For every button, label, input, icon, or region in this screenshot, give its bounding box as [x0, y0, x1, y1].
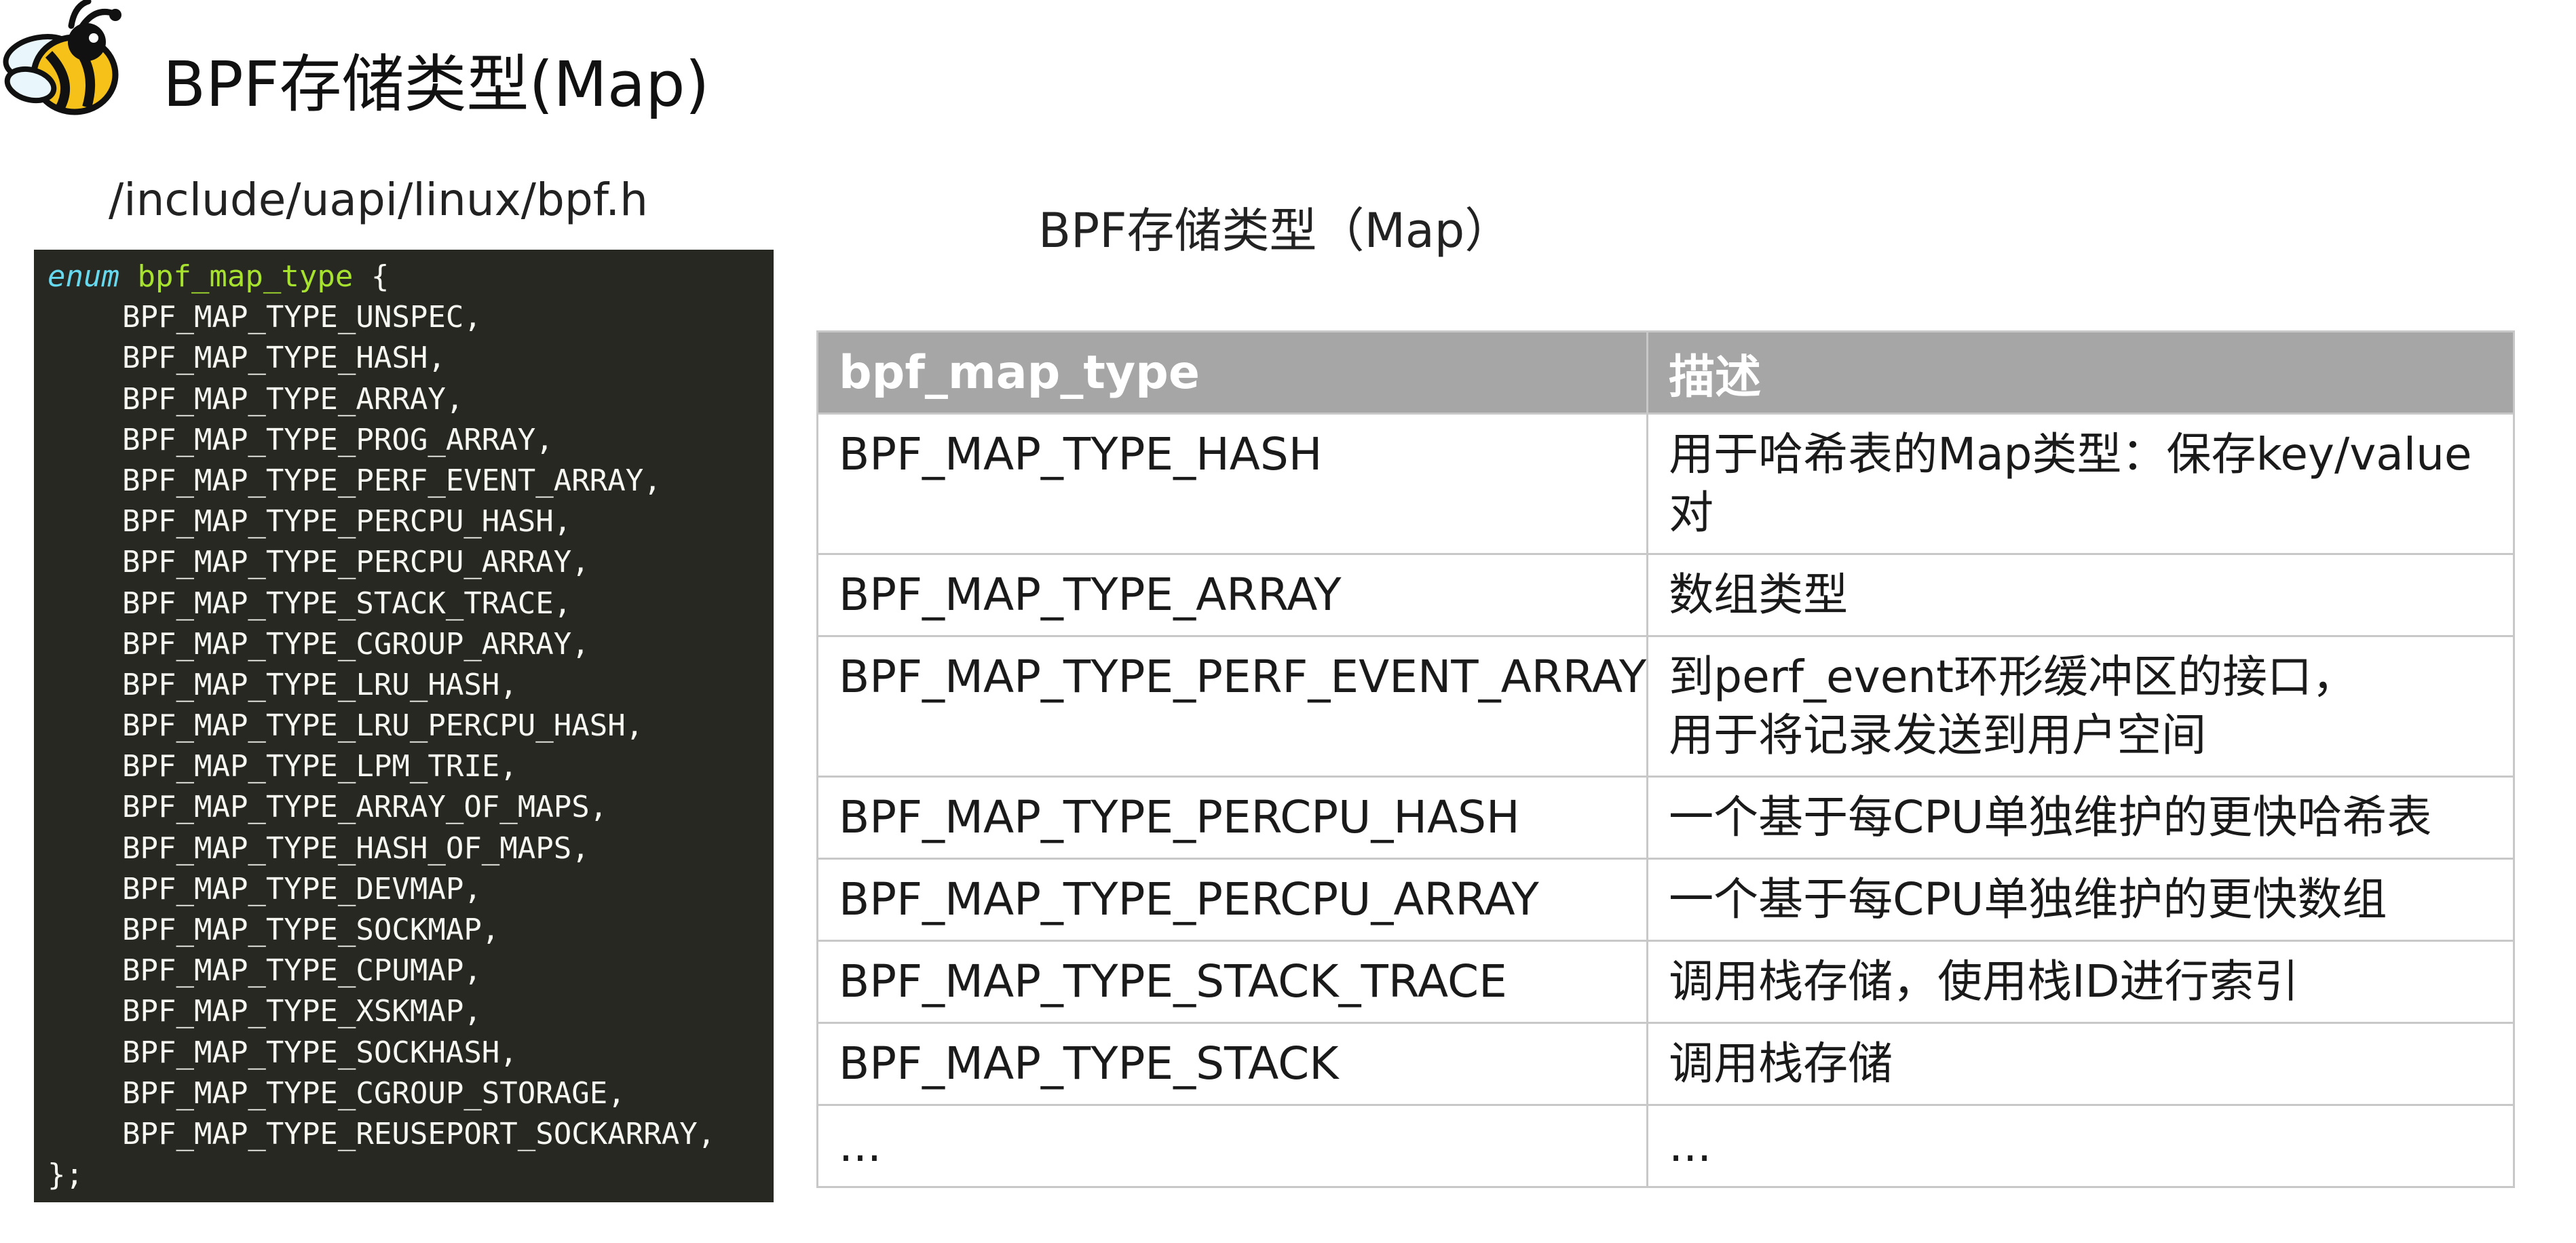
enum-members: BPF_MAP_TYPE_UNSPEC, BPF_MAP_TYPE_HASH, BP…	[48, 297, 774, 1155]
enum-member: BPF_MAP_TYPE_PROG_ARRAY,	[122, 422, 554, 457]
description-cell: 一个基于每CPU单独维护的更快数组	[1646, 858, 2515, 942]
enum-member: BPF_MAP_TYPE_REUSEPORT_SOCKARRAY,	[122, 1116, 716, 1151]
enum-member: BPF_MAP_TYPE_SOCKMAP,	[122, 913, 500, 947]
enum-declaration-line: enum bpf_map_type {	[48, 256, 774, 297]
enum-member: BPF_MAP_TYPE_STACK_TRACE,	[122, 586, 572, 621]
map-type-cell: BPF_MAP_TYPE_HASH	[816, 413, 1649, 555]
open-brace: {	[371, 259, 390, 294]
map-type-cell: ...	[816, 1104, 1649, 1188]
enum-member: BPF_MAP_TYPE_UNSPEC,	[122, 300, 482, 335]
enum-member: BPF_MAP_TYPE_CPUMAP,	[122, 953, 482, 989]
description-cell: 数组类型	[1646, 553, 2515, 637]
description-cell: 一个基于每CPU单独维护的更快哈希表	[1646, 776, 2515, 860]
description-cell: ...	[1646, 1104, 2515, 1188]
enum-member: BPF_MAP_TYPE_PERF_EVENT_ARRAY,	[122, 463, 662, 498]
enum-member: BPF_MAP_TYPE_PERCPU_ARRAY,	[122, 545, 590, 580]
enum-member: BPF_MAP_TYPE_LPM_TRIE,	[122, 749, 518, 784]
table-row: ......	[816, 1104, 2515, 1188]
enum-member: BPF_MAP_TYPE_LRU_PERCPU_HASH,	[122, 708, 644, 744]
header-map-type: bpf_map_type	[816, 330, 1649, 415]
description-cell: 调用栈存储，使用栈ID进行索引	[1646, 940, 2515, 1024]
bee-logo-icon	[3, 0, 121, 115]
description-cell: 到perf_event环形缓冲区的接口， 用于将记录发送到用户空间	[1646, 635, 2515, 778]
description-cell: 调用栈存储	[1646, 1022, 2515, 1106]
enum-member: BPF_MAP_TYPE_HASH,	[122, 341, 446, 376]
enum-keyword: enum	[48, 259, 119, 294]
map-type-cell: BPF_MAP_TYPE_STACK_TRACE	[816, 940, 1649, 1024]
table-header-row: bpf_map_type 描述	[816, 330, 2515, 415]
enum-member: BPF_MAP_TYPE_CGROUP_STORAGE,	[122, 1075, 626, 1111]
map-type-cell: BPF_MAP_TYPE_ARRAY	[816, 553, 1649, 637]
map-type-cell: BPF_MAP_TYPE_PERF_EVENT_ARRAY	[816, 635, 1649, 778]
page-title: BPF存储类型(Map)	[163, 48, 710, 121]
enum-member: BPF_MAP_TYPE_ARRAY,	[122, 381, 464, 417]
table-caption: BPF存储类型（Map）	[1038, 203, 1513, 259]
enum-member: BPF_MAP_TYPE_XSKMAP,	[122, 994, 482, 1029]
map-type-cell: BPF_MAP_TYPE_PERCPU_ARRAY	[816, 858, 1649, 942]
map-type-cell: BPF_MAP_TYPE_PERCPU_HASH	[816, 776, 1649, 860]
header-file-path: /include/uapi/linux/bpf.h	[109, 174, 648, 226]
enum-member: BPF_MAP_TYPE_SOCKHASH,	[122, 1035, 518, 1070]
enum-member: BPF_MAP_TYPE_ARRAY_OF_MAPS,	[122, 790, 608, 825]
map-type-cell: BPF_MAP_TYPE_STACK	[816, 1022, 1649, 1106]
enum-member: BPF_MAP_TYPE_LRU_HASH,	[122, 667, 518, 702]
enum-member: BPF_MAP_TYPE_CGROUP_ARRAY,	[122, 626, 590, 662]
enum-type-name: bpf_map_type	[137, 259, 354, 294]
close-brace: };	[48, 1158, 83, 1193]
enum-member: BPF_MAP_TYPE_PERCPU_HASH,	[122, 504, 572, 539]
code-block: enum bpf_map_type { BPF_MAP_TYPE_UNSPEC,…	[34, 250, 774, 1202]
description-cell: 用于哈希表的Map类型：保存key/value 对	[1646, 413, 2515, 555]
enum-member: BPF_MAP_TYPE_DEVMAP,	[122, 871, 482, 906]
header-description: 描述	[1646, 330, 2515, 415]
enum-member: BPF_MAP_TYPE_HASH_OF_MAPS,	[122, 830, 590, 866]
